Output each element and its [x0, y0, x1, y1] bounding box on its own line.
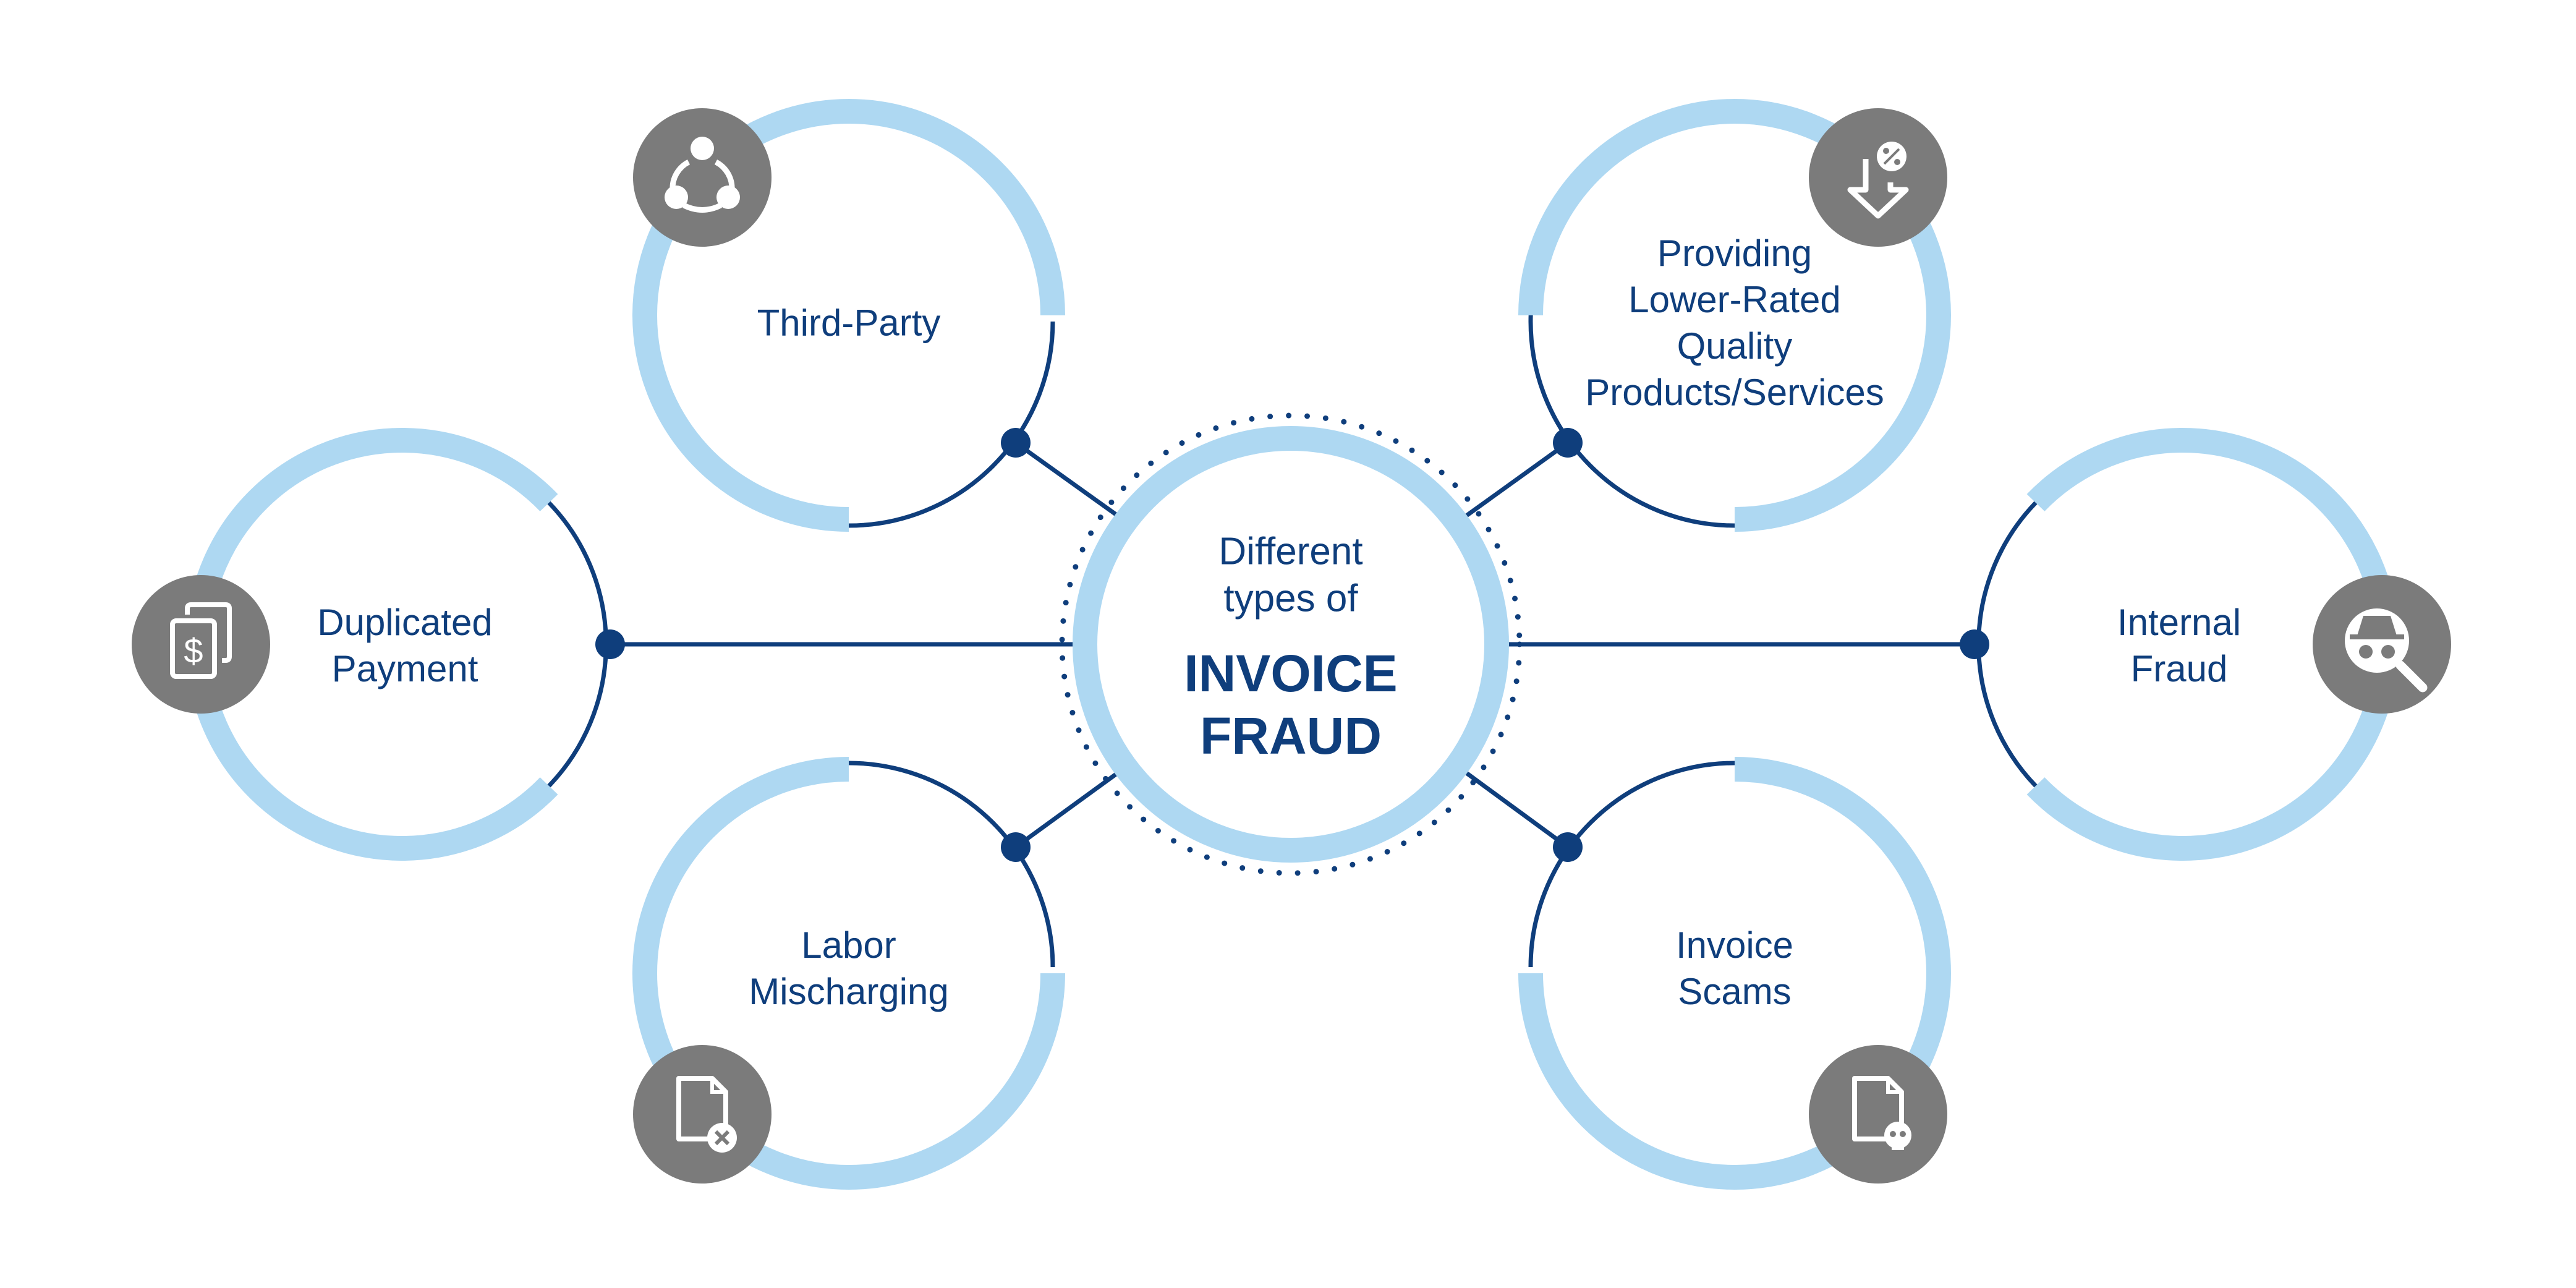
node-label-duplicated-payment: Duplicated Payment [317, 602, 493, 689]
center-dotted-ring [1059, 412, 1523, 876]
node-label-invoice-scams: Invoice Scams [1675, 924, 1794, 1012]
node-label-internal-fraud: Internal Fraud [2117, 602, 2242, 689]
document-x-icon [633, 1045, 772, 1184]
network-icon [633, 108, 772, 247]
node-labor-thin-arc [848, 761, 1055, 968]
node-providing-dot [1553, 428, 1583, 458]
node-internal-dot [1960, 629, 1989, 659]
node-scams-dot [1553, 832, 1583, 862]
node-label-third-party: Third-Party [757, 302, 941, 344]
spy-search-icon [2313, 575, 2451, 714]
center-subtitle: Different types of [1218, 530, 1363, 620]
node-duplicated-dot [595, 629, 625, 659]
center-circle [1073, 426, 1509, 863]
connector-invoice-scams [1464, 771, 1570, 849]
node-labor-dot [1001, 832, 1031, 862]
connector-third-party [1014, 441, 1120, 518]
svg-text:$: $ [184, 631, 203, 670]
connector-providing-lower-rated [1464, 441, 1570, 518]
node-label-providing-lower-rated: Providing Lower-Rated Quality Products/S… [1585, 232, 1884, 413]
node-providing-thin-arc [1528, 321, 1735, 528]
document-skull-icon [1809, 1045, 1947, 1184]
connector-labor-mischarging [1014, 771, 1120, 849]
center-title: INVOICE FRAUD [1184, 644, 1398, 765]
node-third-party-dot [1001, 428, 1031, 458]
node-scams-thin-arc [1528, 761, 1735, 968]
duplicate-dollar-icon: $ [132, 575, 270, 714]
price-down-icon [1809, 108, 1947, 247]
node-label-labor-mischarging: Labor Mischarging [749, 924, 949, 1012]
node-third-party-thin-arc [848, 321, 1055, 528]
